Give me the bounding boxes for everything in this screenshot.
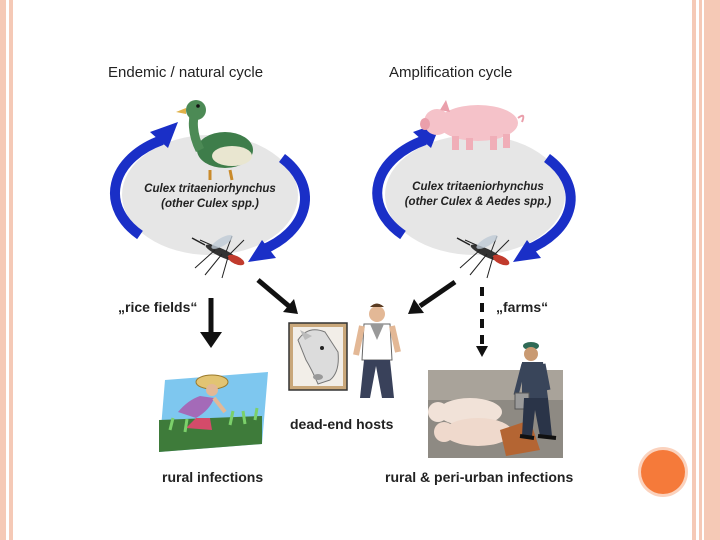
- arrows: [200, 278, 488, 357]
- right-cycle-title: Amplification cycle: [389, 64, 513, 81]
- horse-icon: [288, 322, 348, 391]
- right-cycle-text: Culex tritaeniorhynchus (other Culex & A…: [383, 180, 573, 210]
- left-cycle-title: Endemic / natural cycle: [108, 64, 264, 81]
- dead-end-hosts-label: dead-end hosts: [290, 416, 394, 432]
- mosquito-icon: [456, 235, 510, 279]
- man-icon: [353, 303, 401, 398]
- rice-farmer-icon: [159, 372, 268, 452]
- farms-label: „farms“: [496, 299, 549, 315]
- right-cycle: [372, 122, 576, 262]
- accent-circle: [641, 450, 685, 494]
- rice-fields-label: „rice fields“: [118, 299, 198, 315]
- left-cycle-line1: Culex tritaeniorhynchus: [144, 183, 276, 195]
- left-cycle-text: Culex tritaeniorhynchus (other Culex spp…: [115, 182, 305, 212]
- left-cycle: [110, 122, 310, 262]
- left-cycle-line2: (other Culex spp.): [161, 198, 259, 210]
- left-border: [0, 0, 13, 540]
- right-border: [692, 0, 720, 540]
- right-cycle-line2: (other Culex & Aedes spp.): [404, 196, 552, 208]
- pig-icon: [420, 100, 525, 150]
- duck-icon: [176, 100, 253, 181]
- right-cycle-line1: Culex tritaeniorhynchus: [412, 181, 544, 193]
- farmer-icon: [513, 342, 557, 440]
- rural-periurban-label: rural & peri-urban infections: [385, 469, 574, 485]
- mosquito-icon: [191, 235, 245, 279]
- rural-infections-label: rural infections: [162, 469, 264, 485]
